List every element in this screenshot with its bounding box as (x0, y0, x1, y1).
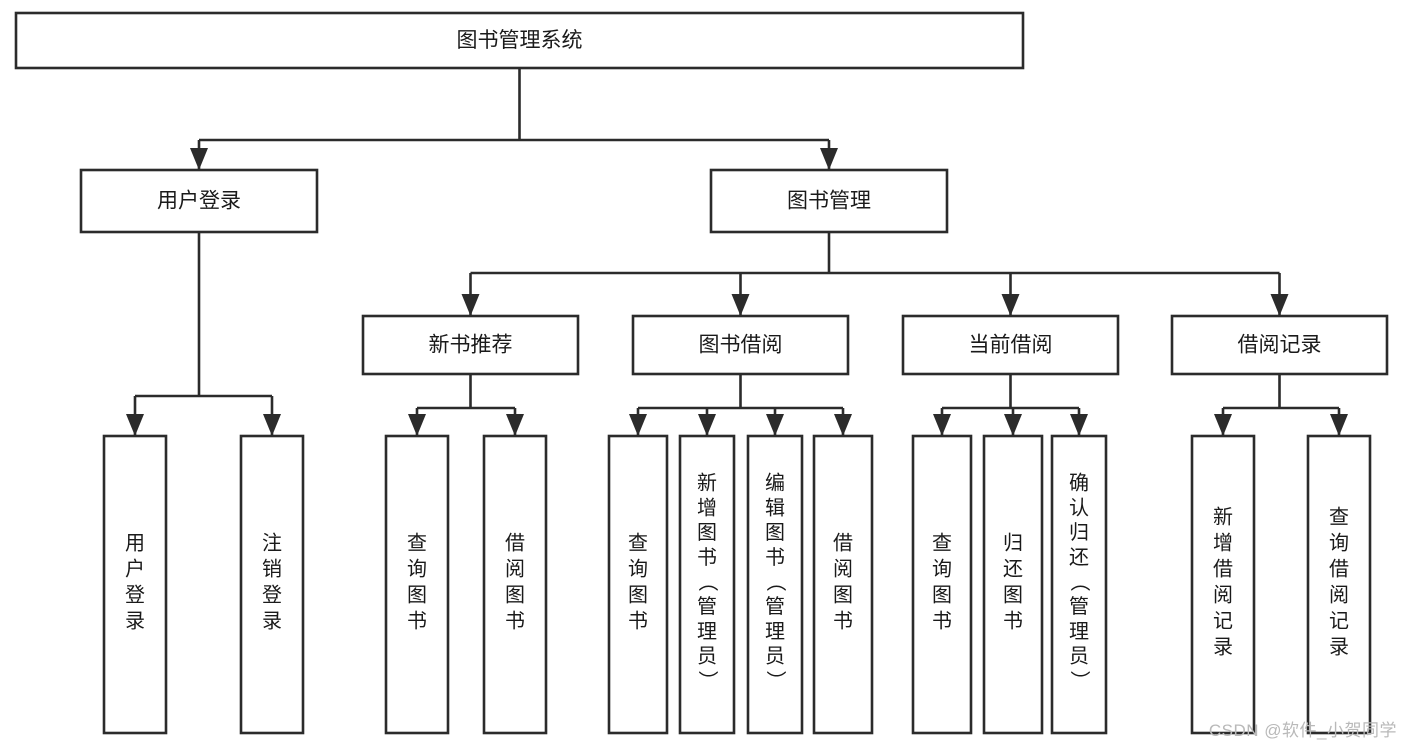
node-box (384, 434, 450, 735)
node-label: 查询图书 (628, 532, 648, 633)
node-leaf-borrow-book-rec[interactable]: 借阅图书 (482, 434, 548, 735)
node-label: 归还图书 (1003, 532, 1023, 633)
edge-group-n-current-borrow (933, 374, 1088, 436)
arrow-head-icon (190, 148, 208, 170)
node-box (911, 434, 973, 735)
nodes-layer: 图书管理系统用户登录图书管理新书推荐图书借阅当前借阅借阅记录用户登录注销登录查询… (14, 11, 1389, 735)
arrow-head-icon (766, 414, 784, 436)
node-n-current-borrow[interactable]: 当前借阅 (901, 314, 1120, 376)
node-label: 编辑图书（管理员） (765, 472, 786, 693)
node-box (361, 314, 580, 376)
node-box (1306, 434, 1372, 735)
node-box (812, 434, 874, 735)
arrow-head-icon (731, 294, 750, 316)
node-leaf-confirm-return-admin[interactable]: 确认归还（管理员） (1050, 434, 1108, 735)
edge-group-n-book-borrow (629, 374, 852, 436)
node-label: 新增图书（管理员） (697, 472, 718, 693)
arrow-head-icon (126, 414, 144, 436)
edge-group-n-book-mgmt (461, 232, 1289, 316)
node-label: 查询图书 (932, 532, 952, 633)
node-leaf-logout[interactable]: 注销登录 (239, 434, 305, 735)
arrow-head-icon (820, 148, 838, 170)
arrow-head-icon (1214, 414, 1232, 436)
arrow-head-icon (1004, 414, 1022, 436)
node-leaf-query-book-borrow[interactable]: 查询图书 (607, 434, 669, 735)
node-box (982, 434, 1044, 735)
arrow-head-icon (698, 414, 716, 436)
node-box (1170, 314, 1389, 376)
node-n-user-login[interactable]: 用户登录 (79, 168, 319, 234)
edges-layer (126, 68, 1348, 436)
node-label: 当前借阅 (969, 334, 1053, 357)
node-box (79, 168, 319, 234)
node-leaf-user-login[interactable]: 用户登录 (102, 434, 168, 735)
node-leaf-query-borrow-record[interactable]: 查询借阅记录 (1306, 434, 1372, 735)
node-label: 确认归还（管理员） (1069, 472, 1090, 693)
node-box (631, 314, 850, 376)
node-label: 用户登录 (125, 533, 145, 633)
node-box (482, 434, 548, 735)
node-box (14, 11, 1025, 70)
node-root[interactable]: 图书管理系统 (14, 11, 1025, 70)
node-n-book-borrow[interactable]: 图书借阅 (631, 314, 850, 376)
arrow-head-icon (834, 414, 852, 436)
node-label: 图书借阅 (699, 334, 783, 357)
node-leaf-return-book[interactable]: 归还图书 (982, 434, 1044, 735)
arrow-head-icon (629, 414, 647, 436)
arrow-head-icon (1330, 414, 1348, 436)
arrow-head-icon (506, 414, 524, 436)
node-leaf-borrow-book[interactable]: 借阅图书 (812, 434, 874, 735)
edge-group-root (190, 68, 838, 170)
node-box (901, 314, 1120, 376)
edge-group-n-new-book-rec (408, 374, 524, 436)
node-label: 注销登录 (262, 532, 282, 633)
arrow-head-icon (263, 414, 281, 436)
edge-group-n-borrow-record (1214, 374, 1348, 436)
node-label: 新书推荐 (429, 334, 513, 357)
node-n-borrow-record[interactable]: 借阅记录 (1170, 314, 1389, 376)
node-label: 新增借阅记录 (1213, 506, 1233, 659)
node-label: 查询图书 (407, 532, 427, 633)
arrow-head-icon (461, 294, 480, 316)
node-box (239, 434, 305, 735)
node-label: 借阅图书 (833, 532, 853, 633)
arrow-head-icon (1001, 294, 1020, 316)
node-leaf-query-book-rec[interactable]: 查询图书 (384, 434, 450, 735)
node-leaf-add-book-admin[interactable]: 新增图书（管理员） (678, 434, 736, 735)
node-n-book-mgmt[interactable]: 图书管理 (709, 168, 949, 234)
node-label: 图书管理系统 (457, 29, 583, 52)
node-label: 图书管理 (787, 190, 871, 213)
node-box (709, 168, 949, 234)
node-box (678, 434, 736, 735)
node-box (607, 434, 669, 735)
node-label: 借阅图书 (505, 532, 525, 633)
node-label: 用户登录 (157, 190, 241, 213)
node-box (102, 434, 168, 735)
node-box (1190, 434, 1256, 735)
arrow-head-icon (1070, 414, 1088, 436)
node-box (746, 434, 804, 735)
node-leaf-add-borrow-record[interactable]: 新增借阅记录 (1190, 434, 1256, 735)
arrow-head-icon (1270, 294, 1289, 316)
edge-group-n-user-login (126, 232, 281, 436)
node-box (1050, 434, 1108, 735)
node-label: 查询借阅记录 (1329, 506, 1349, 659)
node-label: 借阅记录 (1238, 334, 1322, 357)
arrow-head-icon (933, 414, 951, 436)
node-n-new-book-rec[interactable]: 新书推荐 (361, 314, 580, 376)
arrow-head-icon (408, 414, 426, 436)
node-leaf-edit-book-admin[interactable]: 编辑图书（管理员） (746, 434, 804, 735)
node-leaf-query-book-current[interactable]: 查询图书 (911, 434, 973, 735)
